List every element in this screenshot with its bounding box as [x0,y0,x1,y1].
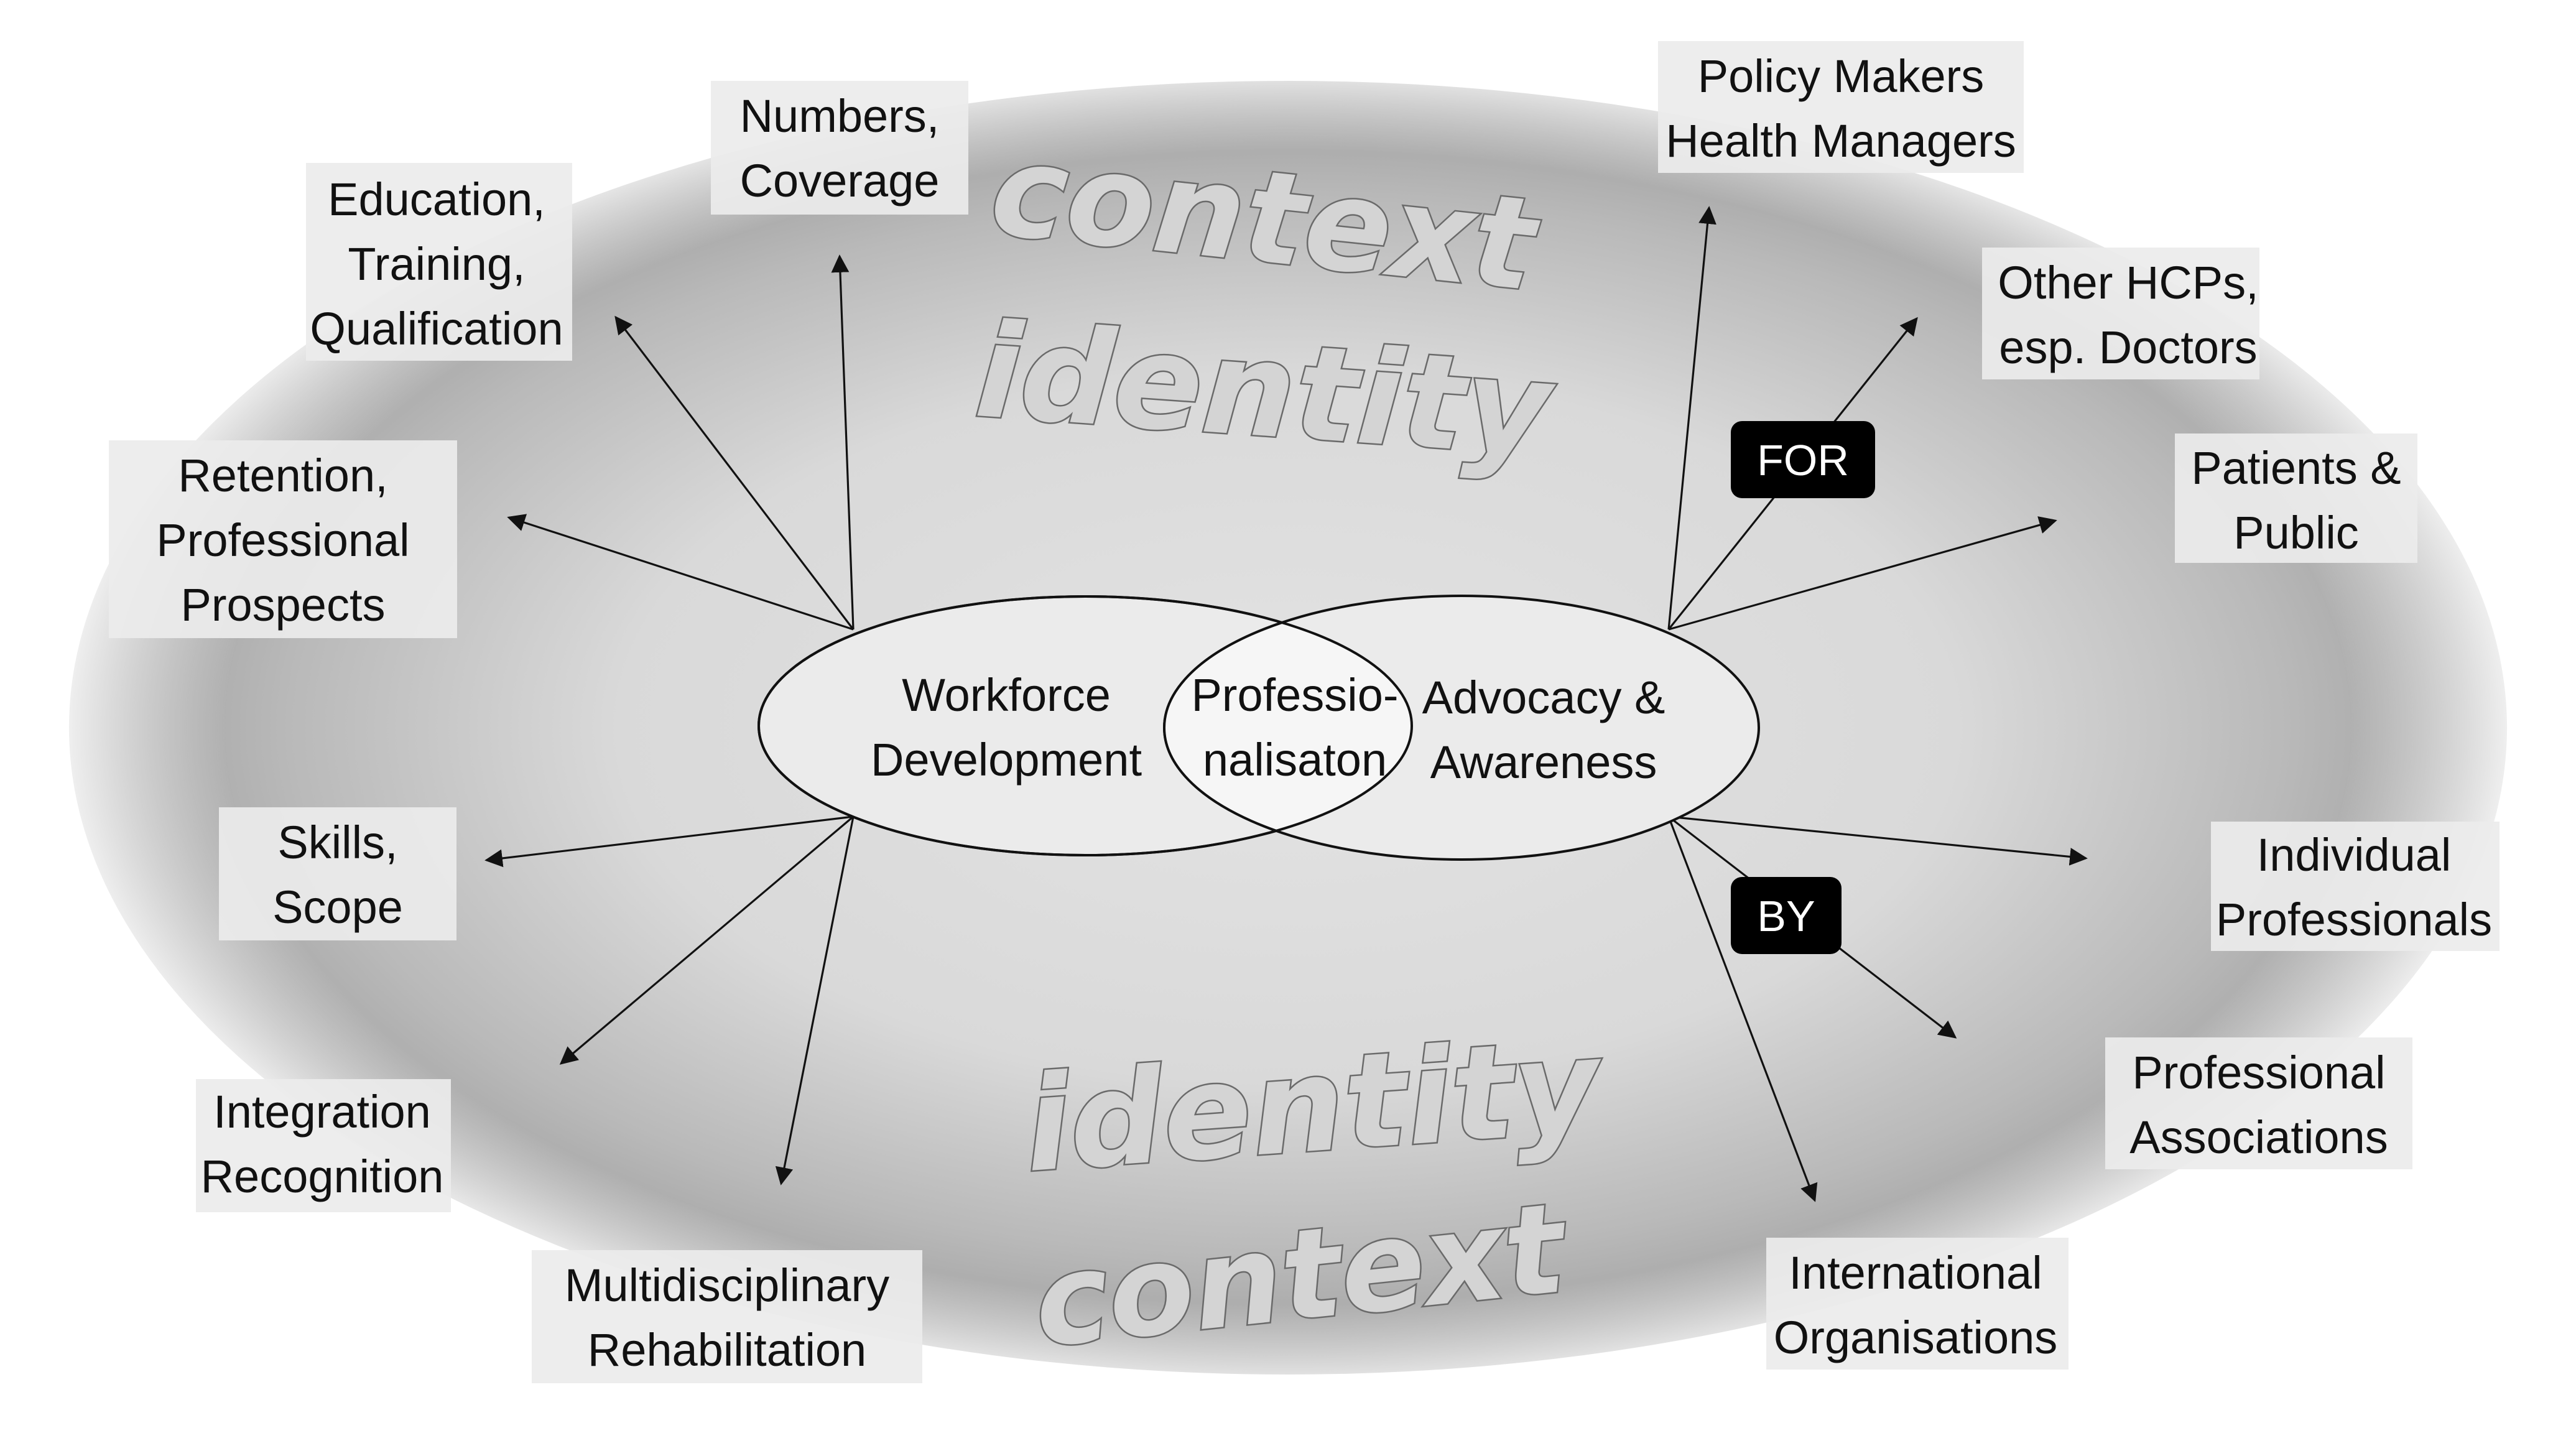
left-arrows [484,254,855,1185]
venn-diagram [758,595,1760,861]
arrow-to-education [614,315,855,630]
venn-center-label: Professio-nalisaton [1191,669,1398,786]
svg-text:Education,Training,Qualificati: Education,Training,Qualification [310,174,563,355]
arrow-to-patients [1668,516,2057,631]
label-other-hcps: Other HCPs,esp. Doctors [1982,248,2259,379]
arrow-to-international [1667,816,1818,1202]
label-patients-public: Patients &Public [2175,434,2417,563]
svg-text:Numbers,Coverage: Numbers,Coverage [740,90,940,206]
label-education-training: Education,Training,Qualification [306,163,572,361]
arrow-to-policy [1667,206,1717,630]
arrow-to-retention [507,514,854,631]
arrow-to-skills [484,815,854,868]
arrow-to-multidisciplinary [775,816,855,1185]
venn-left-outline [758,595,1413,856]
venn-right-label: Advocacy &Awareness [1422,672,1666,788]
arrow-to-individual [1668,815,2088,866]
svg-text:Skills,Scope: Skills,Scope [272,817,403,933]
label-numbers-coverage: Numbers,Coverage [711,81,968,215]
for-tag-label: FOR [1757,436,1849,485]
venn-overlap [1163,596,1412,855]
label-skills-scope: Skills,Scope [219,807,456,940]
by-tag-label: BY [1757,892,1815,940]
by-tag: BY [1731,877,1842,954]
arrow-to-integration [559,815,855,1065]
svg-text:Other HCPs,esp. Doctors: Other HCPs,esp. Doctors [1998,257,2258,373]
arrow-to-numbers [831,254,855,630]
for-tag: FOR [1731,421,1875,498]
svg-text:Patients &Public: Patients &Public [2191,442,2401,559]
